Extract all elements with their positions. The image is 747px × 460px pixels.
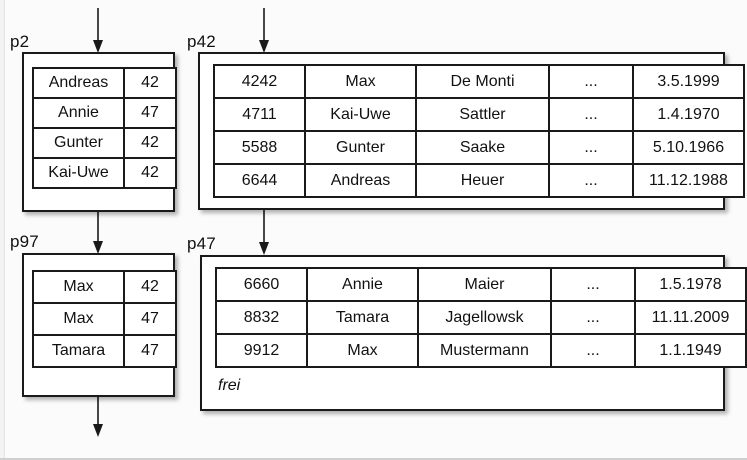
cell: 1.4.1970 <box>632 97 745 132</box>
cell: 42 <box>123 270 177 304</box>
page-bottom-edge <box>0 458 747 460</box>
table-row: Gunter 42 <box>32 127 177 159</box>
cell: Andreas <box>32 67 125 99</box>
cell: Jagellowsk <box>417 300 552 335</box>
cell: Saake <box>415 130 550 165</box>
table-row: Annie 47 <box>32 97 177 129</box>
cell: Kai-Uwe <box>32 157 125 189</box>
arrow-p2-to-p97 <box>93 212 103 254</box>
table-row: 5588 Gunter Saake ... 5.10.1966 <box>213 130 745 165</box>
cell: 9912 <box>215 333 308 368</box>
cell: De Monti <box>415 64 550 99</box>
cell: Tamara <box>306 300 419 335</box>
cell: 47 <box>123 97 177 129</box>
table-row: Max 42 <box>32 270 177 304</box>
page-box-p47: 6660 Annie Maier ... 1.5.1978 8832 Tamar… <box>200 255 747 411</box>
record-table-p42: 4242 Max De Monti ... 3.5.1999 4711 Kai-… <box>213 64 745 198</box>
table-row: 6644 Andreas Heuer ... 11.12.1988 <box>213 163 745 198</box>
cell: 6644 <box>213 163 306 198</box>
cell: Max <box>32 302 125 336</box>
cell: 47 <box>123 302 177 336</box>
page-label-p47: p47 <box>187 234 216 253</box>
cell: 11.11.2009 <box>634 300 747 335</box>
cell: Annie <box>306 267 419 302</box>
page-label-p42: p42 <box>187 32 216 51</box>
index-table-p97: Max 42 Max 47 Tamara 47 <box>32 270 177 368</box>
cell: ... <box>550 267 636 302</box>
cell: Tamara <box>32 334 125 368</box>
cell: 42 <box>123 127 177 159</box>
table-row: 9912 Max Mustermann ... 1.1.1949 <box>215 333 747 368</box>
page-label-p97: p97 <box>10 232 39 251</box>
cell: 6660 <box>215 267 308 302</box>
page-box-p97: Max 42 Max 47 Tamara 47 <box>22 253 177 397</box>
record-table-p47: 6660 Annie Maier ... 1.5.1978 8832 Tamar… <box>215 267 747 368</box>
cell: Mustermann <box>417 333 552 368</box>
cell: 47 <box>123 334 177 368</box>
cell: ... <box>550 300 636 335</box>
cell: 11.12.1988 <box>632 163 745 198</box>
cell: ... <box>548 130 634 165</box>
table-row: Max 47 <box>32 302 177 336</box>
cell: ... <box>548 97 634 132</box>
cell: 42 <box>123 157 177 189</box>
page-box-p2: Andreas 42 Annie 47 Gunter 42 Kai-Uwe 42 <box>22 52 177 212</box>
table-row: 8832 Tamara Jagellowsk ... 11.11.2009 <box>215 300 747 335</box>
arrow-into-p2 <box>93 8 103 53</box>
table-row: Andreas 42 <box>32 67 177 99</box>
free-space-label: frei <box>218 377 241 394</box>
cell: 8832 <box>215 300 308 335</box>
cell: ... <box>550 333 636 368</box>
table-row: 6660 Annie Maier ... 1.5.1978 <box>215 267 747 302</box>
cell: Max <box>304 64 417 99</box>
table-row: 4711 Kai-Uwe Sattler ... 1.4.1970 <box>213 97 745 132</box>
cell: 1.1.1949 <box>634 333 747 368</box>
cell: Andreas <box>304 163 417 198</box>
cell: 4711 <box>213 97 306 132</box>
table-row: Kai-Uwe 42 <box>32 157 177 189</box>
table-row: Tamara 47 <box>32 334 177 368</box>
cell: Max <box>32 270 125 304</box>
cell: Gunter <box>304 130 417 165</box>
cell: ... <box>548 163 634 198</box>
cell: 5.10.1966 <box>632 130 745 165</box>
arrow-p42-to-p47 <box>259 210 269 255</box>
cell: Annie <box>32 97 125 129</box>
cell: 4242 <box>213 64 306 99</box>
cell: Kai-Uwe <box>304 97 417 132</box>
cell: 3.5.1999 <box>632 64 745 99</box>
arrow-p97-down <box>93 397 103 437</box>
cell: Maier <box>417 267 552 302</box>
cell: ... <box>548 64 634 99</box>
arrow-into-p42 <box>259 8 269 53</box>
cell: Sattler <box>415 97 550 132</box>
cell: 42 <box>123 67 177 99</box>
page-left-edge <box>0 0 5 460</box>
page-label-p2: p2 <box>10 32 30 51</box>
table-row: 4242 Max De Monti ... 3.5.1999 <box>213 64 745 99</box>
page-box-p42: 4242 Max De Monti ... 3.5.1999 4711 Kai-… <box>198 52 745 210</box>
cell: Gunter <box>32 127 125 159</box>
cell: 1.5.1978 <box>634 267 747 302</box>
cell: Heuer <box>415 163 550 198</box>
index-table-p2: Andreas 42 Annie 47 Gunter 42 Kai-Uwe 42 <box>32 67 177 189</box>
cell: 5588 <box>213 130 306 165</box>
cell: Max <box>306 333 419 368</box>
